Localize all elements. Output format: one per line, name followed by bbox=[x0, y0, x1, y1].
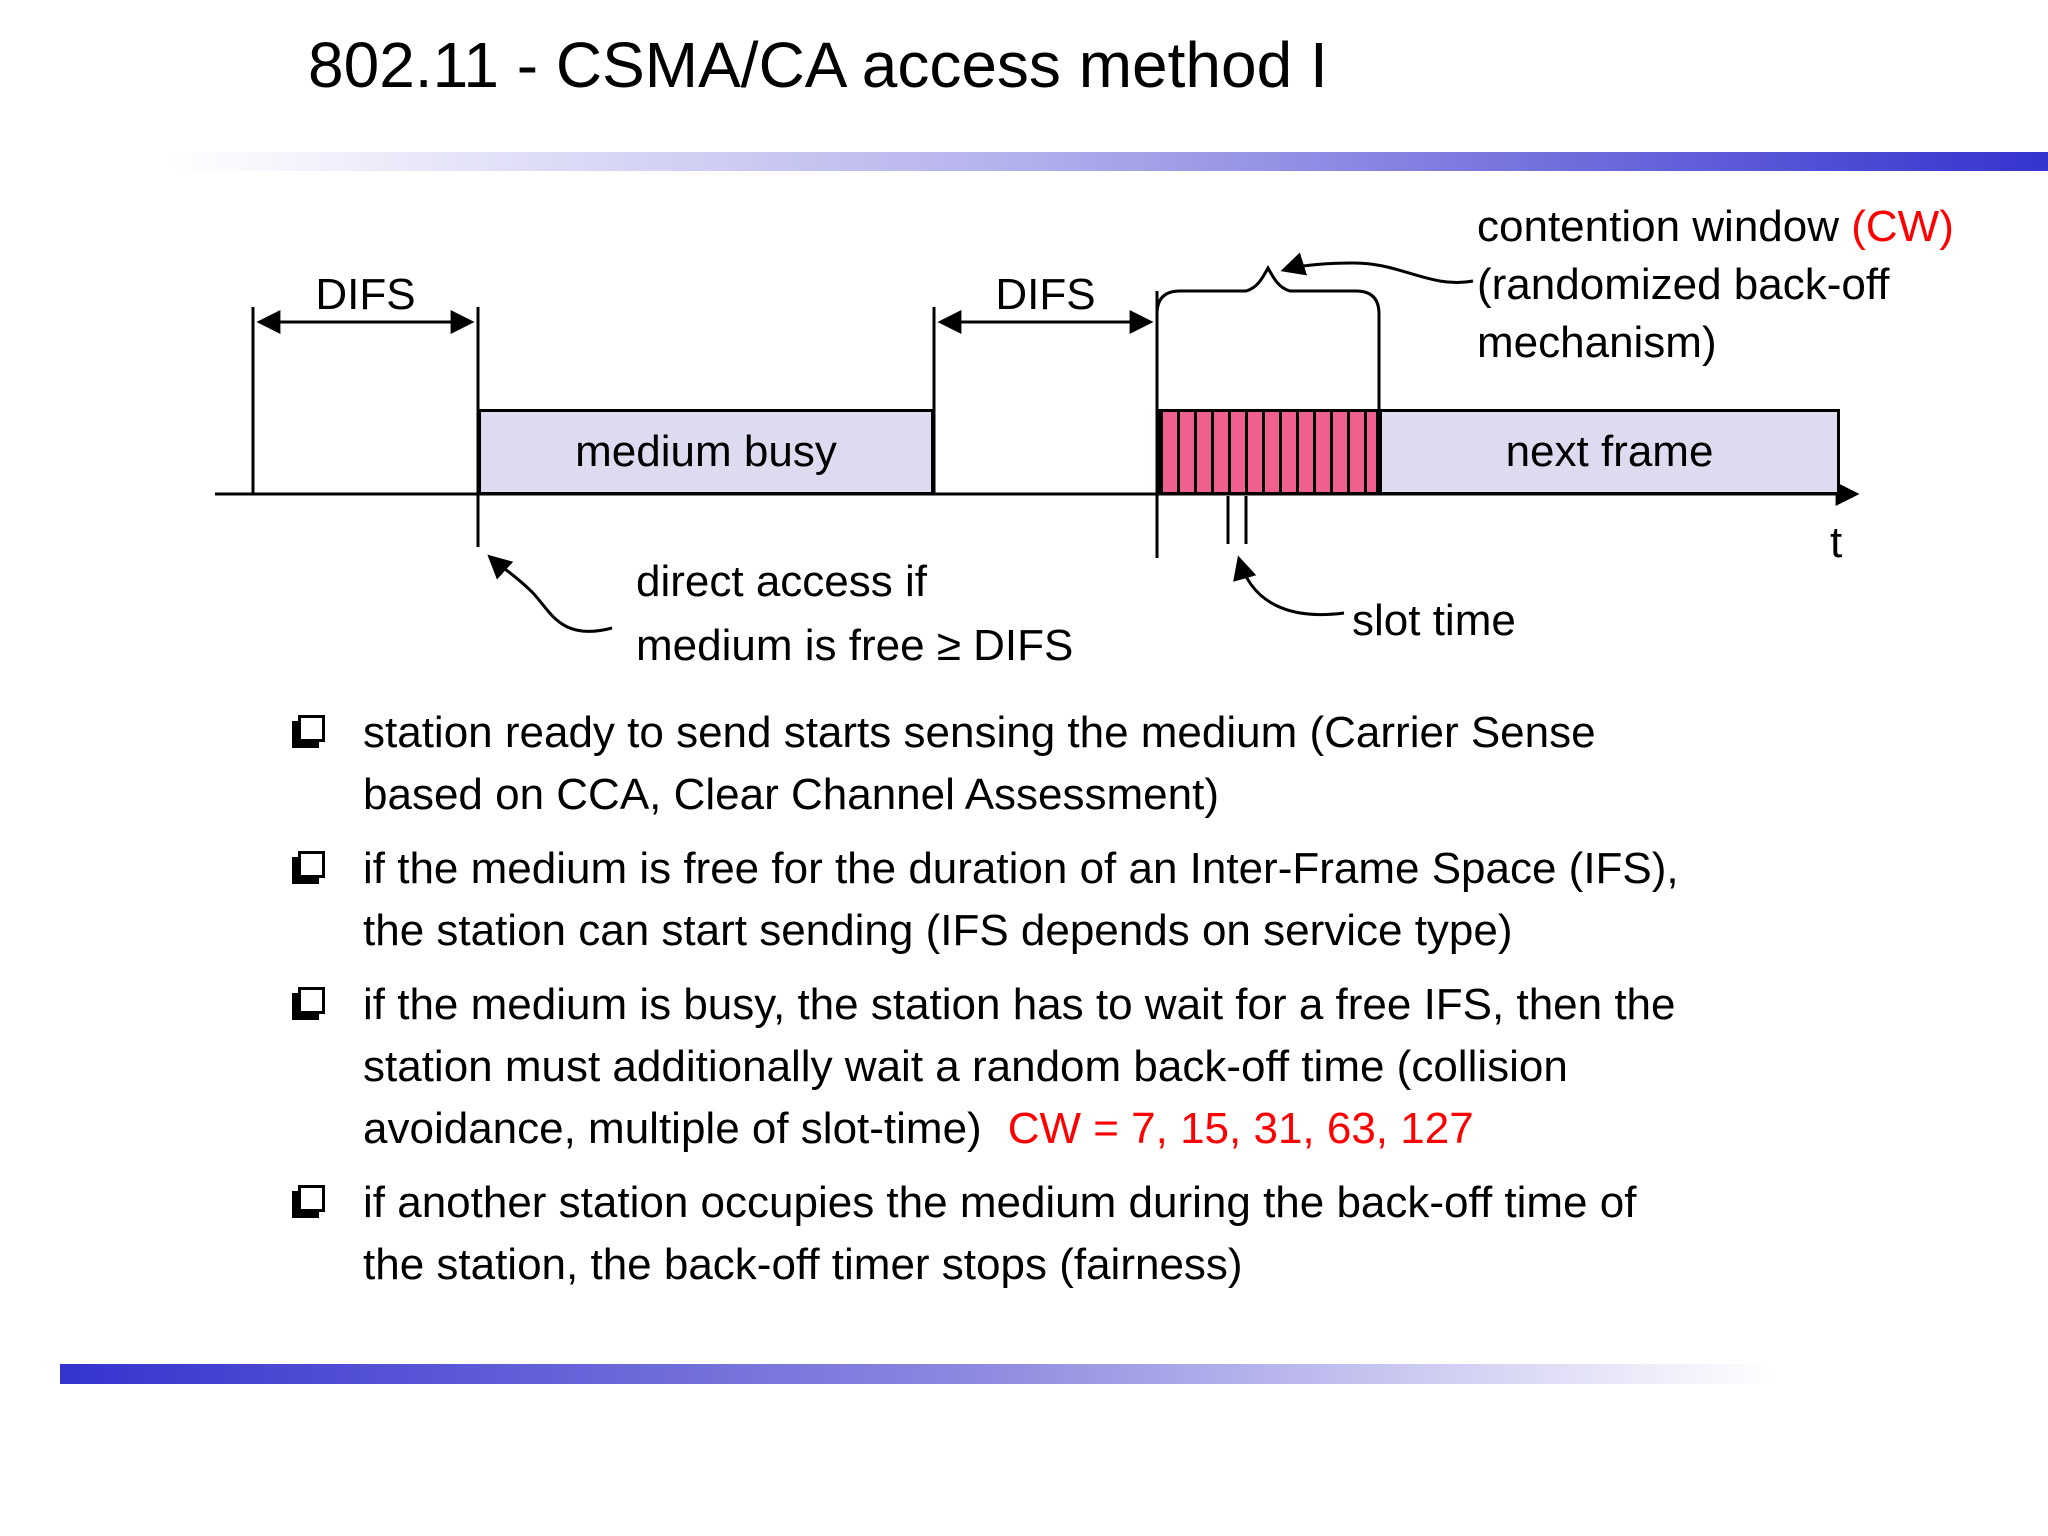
next-frame-label: next frame bbox=[1505, 427, 1714, 476]
bullet-text: if the medium is busy, the station has t… bbox=[363, 980, 1676, 1153]
next-frame-box: next frame bbox=[1379, 409, 1840, 495]
page-title: 802.11 - CSMA/CA access method I bbox=[308, 29, 1328, 101]
cw-abbrev: (CW) bbox=[1851, 202, 1954, 251]
bullet-text: if the medium is free for the duration o… bbox=[363, 844, 1679, 955]
contention-window-label-line1: contention window (CW) bbox=[1477, 202, 1954, 251]
slot-time-label: slot time bbox=[1352, 596, 1516, 645]
slot-time-arrow bbox=[1233, 555, 1345, 617]
contention-bracket bbox=[1155, 264, 1381, 409]
list-item: station ready to send starts sensing the… bbox=[292, 702, 1972, 826]
direct-access-arrow bbox=[487, 554, 613, 633]
square-bullet-icon bbox=[298, 715, 325, 742]
bullet-text: if another station occupies the medium d… bbox=[363, 1178, 1637, 1289]
medium-busy-label: medium busy bbox=[575, 427, 837, 476]
square-bullet-icon bbox=[298, 851, 325, 878]
difs-label-1: DIFS bbox=[315, 270, 416, 319]
list-item: if the medium is free for the duration o… bbox=[292, 838, 1972, 962]
footer-gradient-bar bbox=[60, 1364, 1882, 1384]
time-axis-label: t bbox=[1830, 518, 1843, 567]
direct-access-label: direct access if medium is free ≥ DIFS bbox=[636, 557, 1074, 670]
square-bullet-icon bbox=[298, 987, 325, 1014]
contention-window-label: contention window (CW) (randomized back-… bbox=[1477, 198, 1954, 372]
contention-window-label-line2: (randomized back-off bbox=[1477, 260, 1890, 309]
medium-busy-box: medium busy bbox=[478, 409, 934, 495]
title-divider-gradient bbox=[170, 152, 2048, 171]
bullet-list: station ready to send starts sensing the… bbox=[292, 702, 1972, 1308]
contention-window-box bbox=[1157, 409, 1379, 495]
list-item: if the medium is busy, the station has t… bbox=[292, 974, 1972, 1160]
cw-values: CW = 7, 15, 31, 63, 127 bbox=[1007, 1104, 1474, 1153]
bullet-text: station ready to send starts sensing the… bbox=[363, 708, 1596, 819]
contention-label-arrow bbox=[1280, 252, 1474, 284]
contention-window-label-line3: mechanism) bbox=[1477, 318, 1717, 367]
square-bullet-icon bbox=[298, 1185, 325, 1212]
list-item: if another station occupies the medium d… bbox=[292, 1172, 1972, 1296]
difs-label-2: DIFS bbox=[995, 270, 1096, 319]
